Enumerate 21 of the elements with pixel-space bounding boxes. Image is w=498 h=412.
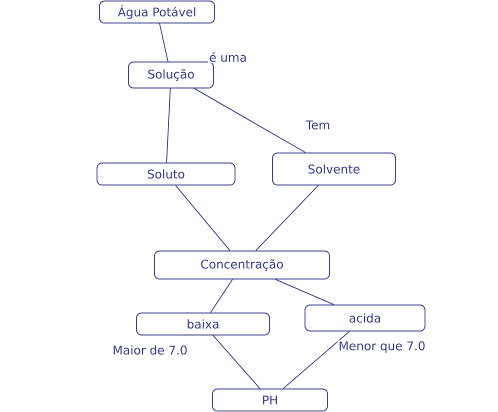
edge-label: Tem	[304, 120, 332, 130]
concept-box: acida	[304, 304, 426, 332]
connector-line	[194, 88, 306, 153]
concept-box: Solução	[128, 62, 214, 88]
edge-label: Maior de 7.0	[112, 344, 189, 356]
connector-line	[212, 335, 260, 389]
connector-line	[282, 331, 350, 389]
connector-line	[175, 185, 230, 251]
concept-box: Concentração	[154, 250, 330, 280]
connector-line	[255, 185, 319, 251]
concept-box: Soluto	[96, 162, 236, 186]
connector-line	[166, 88, 171, 163]
connector-line	[159, 23, 168, 62]
concept-box: Solvente	[272, 152, 396, 186]
connector-line	[210, 279, 233, 313]
concept-box: PH	[212, 388, 328, 412]
concept-box: baixa	[136, 312, 270, 336]
edge-label: Menor que 7.0	[338, 340, 426, 354]
connector-line	[275, 279, 334, 305]
edge-label: é uma	[208, 51, 248, 63]
concept-box: Água Potável	[99, 0, 215, 24]
